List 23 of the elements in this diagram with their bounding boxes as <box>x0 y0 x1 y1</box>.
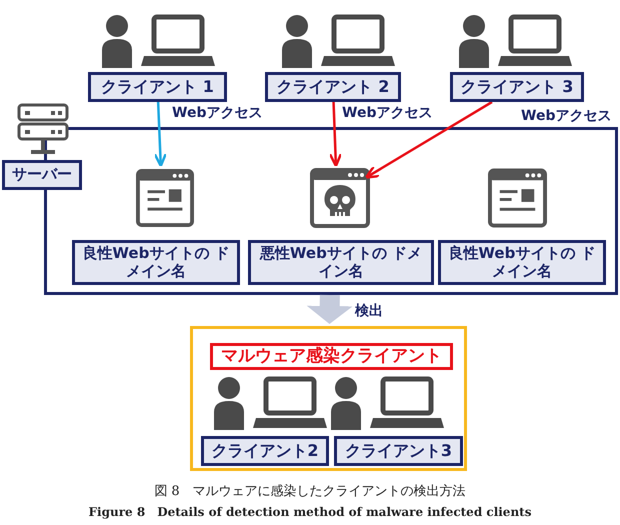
edge-label: Webアクセス <box>519 107 614 125</box>
webpage-icon <box>488 168 547 228</box>
name-label: クライアント 2 <box>265 72 401 102</box>
figure-caption: 図 8 マルウェアに感染したクライアントの検出方法 <box>153 483 467 500</box>
webpage-icon <box>136 168 194 228</box>
name-label: クライアント3 <box>334 436 463 466</box>
title-label: マルウェア感染クライアント <box>210 343 453 370</box>
name-label: 良性Webサイトの ドメイン名 <box>72 240 240 285</box>
malicious-webpage-icon <box>310 168 370 228</box>
name-label: クライアント 3 <box>450 72 584 102</box>
arrow <box>328 102 342 168</box>
edge-label: Webアクセス <box>170 104 264 122</box>
arrow <box>364 100 493 179</box>
name-label: 良性Webサイトの ドメイン名 <box>438 240 606 285</box>
name-label: 悪性Webサイトの ドメイン名 <box>248 240 434 285</box>
detection-frame <box>190 326 467 471</box>
block-arrow <box>306 294 353 324</box>
edge-label: Webアクセス <box>340 104 434 122</box>
name-label: クライアント2 <box>201 436 329 466</box>
name-label: クライアント 1 <box>88 72 227 102</box>
arrow <box>154 102 168 168</box>
figure-caption-english: Figure 8 Details of detection method of malware infected clients <box>88 504 532 521</box>
name-label: サーバー <box>2 160 82 190</box>
